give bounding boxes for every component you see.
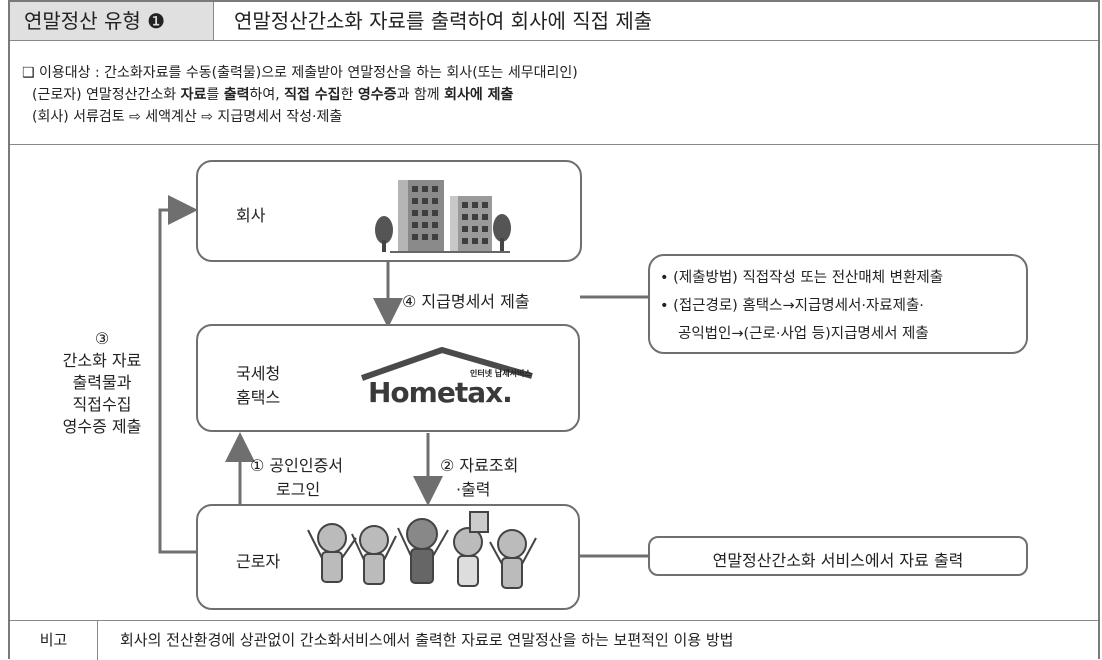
note1-line1: • (제출방법) 직접작성 또는 전산매체 변환제출 [660,270,944,286]
worker-box: 근로자 [196,504,580,610]
footer-text: 회사의 전산환경에 상관없이 간소화서비스에서 출력한 자료로 연말정산을 하는… [120,631,734,649]
note1-line2: • (접근경로) 홈택스→지급명세서·자료제출· [660,298,924,314]
step1-line2: 로그인 [276,480,321,499]
page-frame [8,0,1100,659]
hometax-label: 홈택스 [236,388,281,407]
note2-box: 연말정산간소화 서비스에서 자료 출력 [648,536,1028,576]
target-line-2: (근로자) 연말정산간소화 자료를 출력하여, 직접 수집한 영수증과 함께 회… [32,87,514,103]
nts-hometax-box: 국세청 홈택스 인터넷 납세서비스 Hometax. [196,324,580,432]
buildings-icon [375,180,511,253]
footer-label: 비고 [10,621,98,660]
worker-label: 근로자 [236,552,281,571]
target-section: ❑ 이용대상 : 간소화자료를 수동(출력물)으로 제출받아 연말정산을 하는 … [10,40,1098,145]
target-line-3: (회사) 서류검토 ⇨ 세액계산 ⇨ 지급명세서 작성·제출 [32,109,343,125]
step4-label: ④ 지급명세서 제출 [402,292,530,311]
step3-label: ③ 간소화 자료 출력물과 직접수집 영수증 제출 [62,329,142,436]
note1-line3: 공익법인→(근로·사업 등)지급명세서 제출 [678,326,929,342]
hometax-logo: 인터넷 납세서비스 Hometax. [358,346,558,416]
company-label: 회사 [236,206,266,225]
hometax-wordmark: Hometax. [368,376,513,409]
company-box: 회사 [196,160,582,262]
step1-line1: ① 공인인증서 [250,456,344,475]
type-label: 연말정산 유형 ❶ [10,2,214,40]
nts-label: 국세청 [236,364,281,383]
header-row: 연말정산 유형 ❶ 연말정산간소화 자료를 출력하여 회사에 직접 제출 [10,2,1098,41]
note2-label: 연말정산간소화 서비스에서 자료 출력 [712,551,964,570]
workers-illustration-icon [307,511,537,589]
hometax-small-text: 인터넷 납세서비스 [470,369,532,378]
footer-row: 비고 회사의 전산환경에 상관없이 간소화서비스에서 출력한 자료로 연말정산을… [10,620,1098,660]
house-roof-icon [361,347,533,381]
target-line-1: ❑ 이용대상 : 간소화자료를 수동(출력물)으로 제출받아 연말정산을 하는 … [22,65,578,81]
page-title: 연말정산간소화 자료를 출력하여 회사에 직접 제출 [234,9,653,33]
step2-line2: ·출력 [456,480,491,499]
arrow-step3 [158,195,198,554]
note1-box: • (제출방법) 직접작성 또는 전산매체 변환제출 • (접근경로) 홈택스→… [648,254,1028,354]
step2-line1: ② 자료조회 [440,456,519,475]
